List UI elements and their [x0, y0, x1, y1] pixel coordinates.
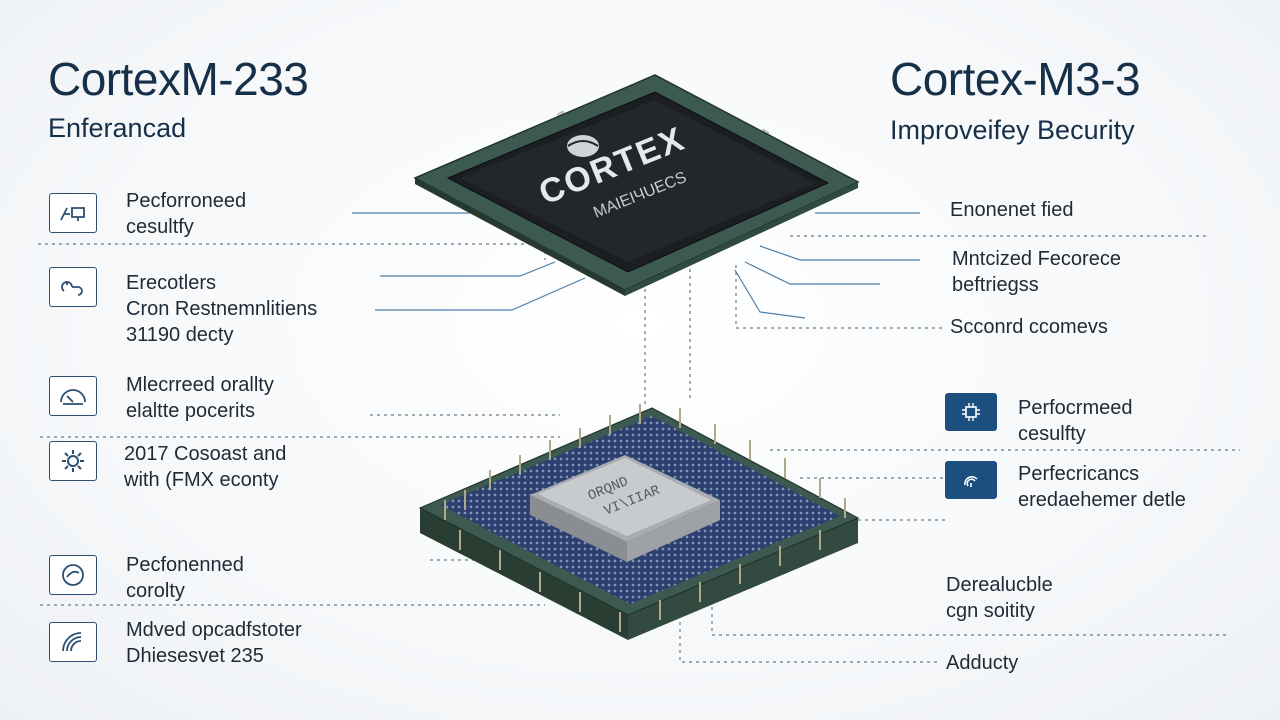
left-title: CortexM-233 [48, 53, 309, 105]
left-feature-6-line1: Mdved opcadfstoter [126, 619, 302, 641]
left-feature-2-line1: Erecotlers [126, 272, 217, 294]
left-feature-3-line1: Mlecrreed orallty [126, 374, 274, 396]
left-feature-3: Mlecrreed orallty elaltte pocerits [126, 372, 274, 424]
signal-icon [49, 622, 97, 662]
left-feature-1-line2: cesultfy [126, 216, 194, 238]
chip-icon [945, 393, 997, 431]
left-feature-6-line2: Dhiesesvet 235 [126, 645, 264, 667]
top-chip [413, 74, 860, 296]
left-feature-1: Pecforroneed cesultfy [126, 188, 246, 240]
right-feature-7: Adducty [946, 650, 1018, 676]
left-feature-5-line1: Pecfonenned [126, 554, 244, 576]
right-feature-2-line1: Mntcized Fecorece [952, 248, 1121, 270]
circuit-icon [49, 267, 97, 307]
right-feature-2-line2: beftriegss [952, 274, 1039, 296]
left-feature-5-line2: corolty [126, 580, 185, 602]
right-feature-5: Perfecricancs eredaehemer detle [1018, 461, 1186, 513]
bottom-chip-pins [444, 404, 846, 632]
right-feature-2: Mntcized Fecorece beftriegss [952, 246, 1121, 298]
right-feature-3-line1: Scconrd ccomevs [950, 316, 1108, 338]
dotted-lines-right [679, 235, 1240, 663]
right-feature-1: Enonenet fied [950, 197, 1073, 223]
left-subtitle: Enferancad [48, 113, 187, 143]
left-feature-4-line2: with (FMX econty [124, 469, 279, 491]
right-feature-6: Derealucble cgn soitity [946, 572, 1053, 624]
right-feature-5-line1: Perfecricancs [1018, 463, 1140, 485]
left-feature-2-line3: 31190 decty [126, 324, 234, 346]
right-feature-4: Perfocrmeed cesulfty [1018, 395, 1133, 447]
left-feature-4-line1: 2017 Cosoast and [124, 443, 287, 465]
leader-lines-left [352, 212, 586, 311]
left-feature-1-line1: Pecforroneed [126, 190, 247, 212]
right-feature-5-line2: eredaehemer detle [1018, 489, 1186, 511]
right-feature-6-line1: Derealucble [946, 574, 1053, 596]
right-feature-7-line1: Adducty [946, 652, 1019, 674]
left-feature-2: Erecotlers Cron Restnemnlitiens 31190 de… [126, 270, 317, 348]
right-subtitle: Improveifey Becurity [890, 115, 1135, 145]
gear-icon [49, 441, 97, 481]
right-title: Cortex-M3-3 [890, 53, 1141, 105]
right-feature-4-line1: Perfocrmeed [1018, 397, 1133, 419]
fingerprint-icon [945, 461, 997, 499]
left-feature-5: Pecfonenned corolty [126, 552, 244, 604]
left-feature-2-line2: Cron Restnemnlitiens [126, 298, 318, 320]
bottom-chip [418, 404, 860, 640]
leader-lines-right [734, 212, 920, 319]
left-feature-6: Mdved opcadfstoter Dhiesesvet 235 [126, 617, 302, 669]
right-feature-1-line1: Enonenet fied [950, 199, 1074, 221]
right-feature-3: Scconrd ccomevs [950, 314, 1108, 340]
cortex-logo-icon [567, 135, 599, 157]
gauge-icon [49, 555, 97, 595]
left-feature-3-line2: elaltte pocerits [126, 400, 255, 422]
right-feature-6-line2: cgn soitity [946, 600, 1035, 622]
left-feature-4: 2017 Cosoast and with (FMX econty [124, 441, 286, 493]
right-feature-4-line2: cesulfty [1018, 423, 1086, 445]
monitor-icon [49, 193, 97, 233]
speedometer-icon [49, 376, 97, 416]
